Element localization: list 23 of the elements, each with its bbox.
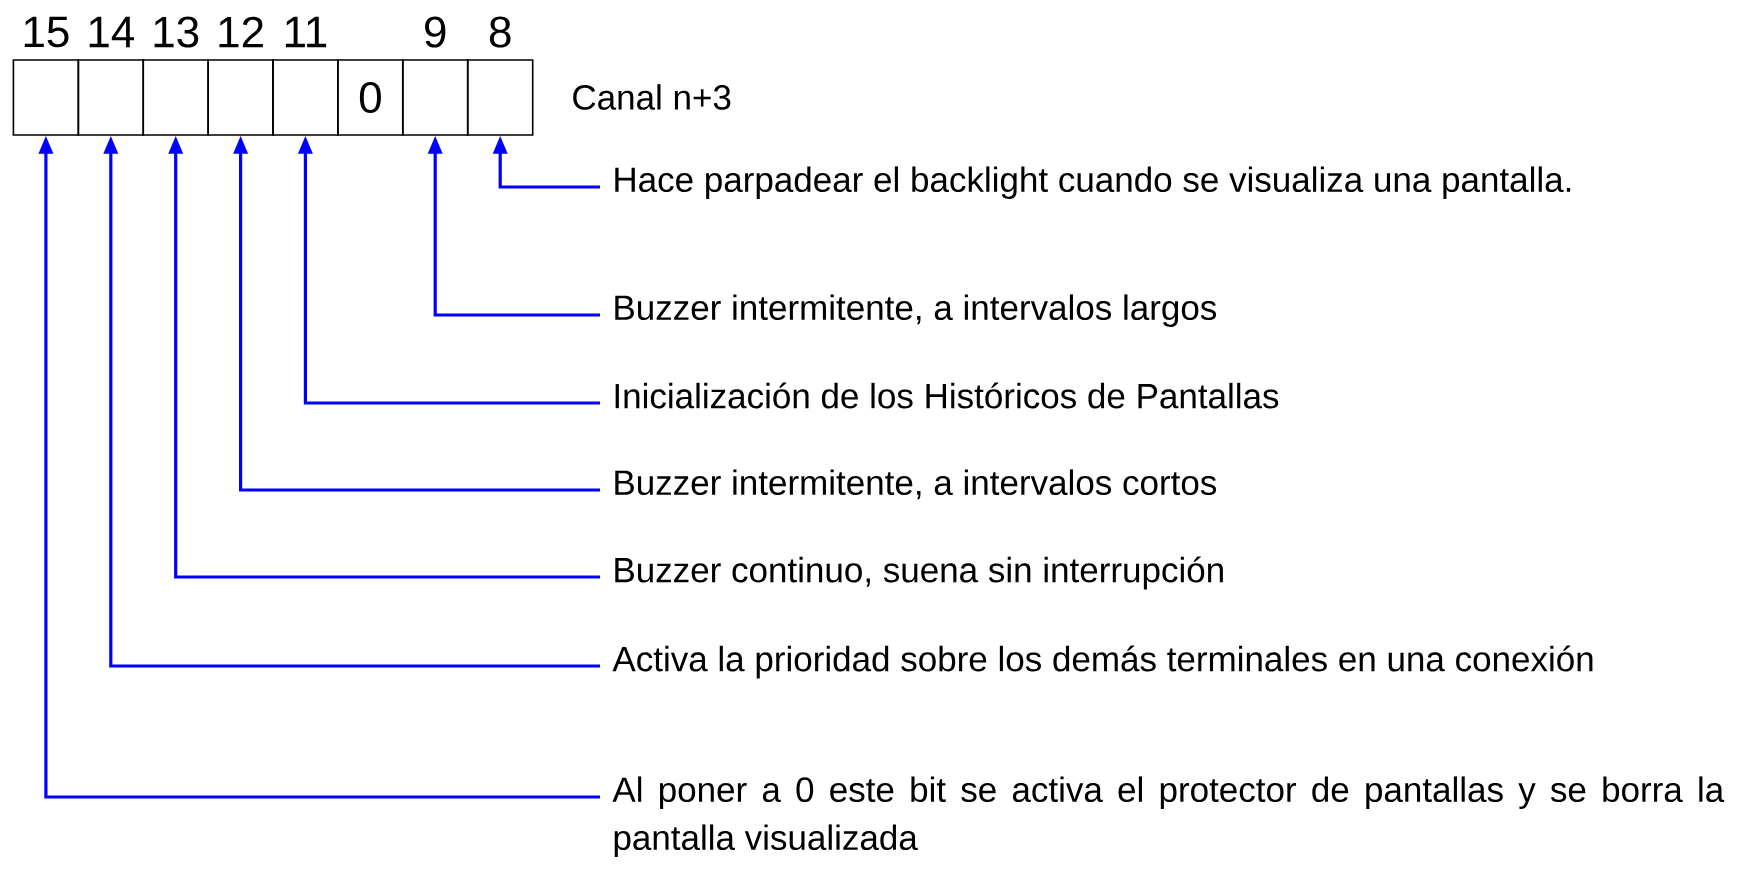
bit-number: 14 [89, 16, 134, 48]
description-text: Buzzer intermitente, a intervalos cortos [615, 469, 1217, 500]
bit-cell [12, 59, 80, 136]
bit-cell [466, 59, 534, 136]
bit-number: 11 [285, 16, 327, 48]
bit-number: 13 [154, 16, 199, 48]
bit-cell [272, 59, 339, 136]
bit-cell [77, 59, 145, 136]
description-text: Al poner a 0 este bit se activa el protector de pantallas y se borra la pantalla visualizada [612, 776, 1725, 858]
bit-cell [142, 59, 209, 136]
description-text: Buzzer continuo, suena sin interrupción [615, 556, 1223, 590]
description-text: Inicialización de los Históricos de Pantallas [615, 382, 1279, 409]
bit-cell: 0 [337, 59, 404, 136]
bit-cell [401, 59, 469, 136]
channel-label: Canal n+3 [573, 84, 731, 110]
bit-number: 8 [489, 16, 511, 48]
bit-number: 15 [24, 16, 69, 48]
description-text: Activa la prioridad sobre los demás terminales en una conexión [612, 645, 1593, 679]
bit-number: 9 [425, 16, 446, 48]
description-text: Hace parpadear el backlight cuando se visualiza una pantalla. [615, 166, 1571, 200]
bit-cell [207, 59, 274, 136]
bit-number: 12 [219, 16, 263, 48]
description-text: Buzzer intermitente, a intervalos largos [615, 294, 1217, 328]
